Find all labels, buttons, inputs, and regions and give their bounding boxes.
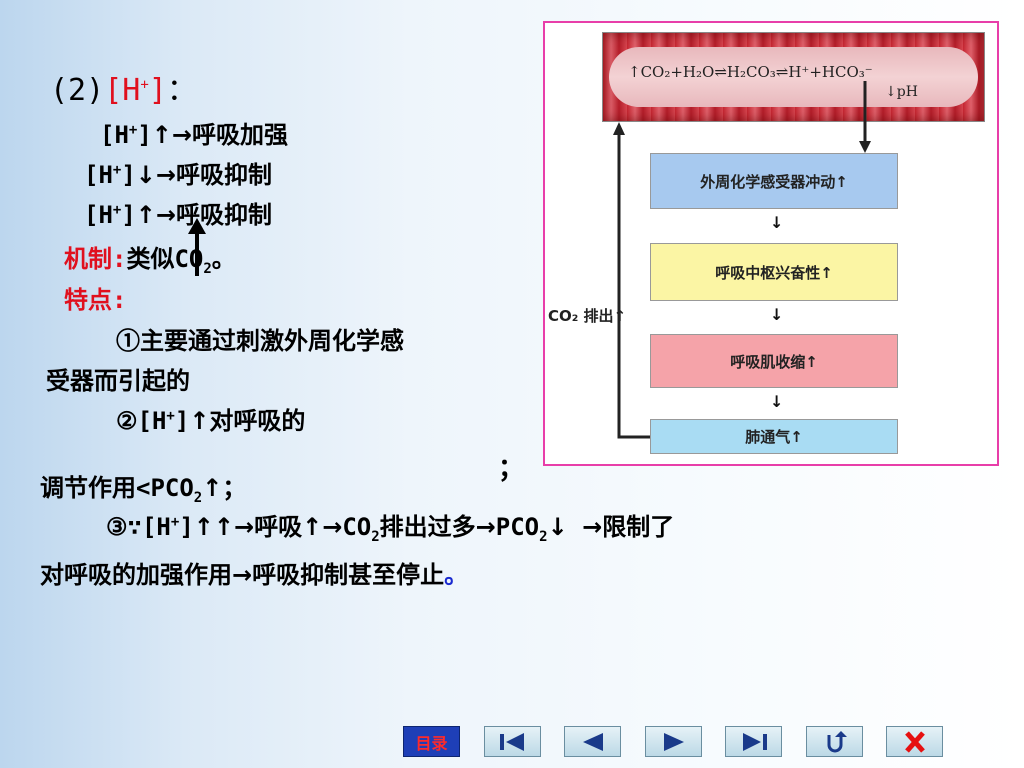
heading-ion-text: [H [104, 73, 141, 108]
contents-button[interactable]: 目录 [403, 726, 460, 757]
p2c-a: 调节作用<PCO [40, 474, 194, 502]
return-button[interactable] [806, 726, 863, 757]
line-h-down-inhibit: [H+]↓→呼吸抑制 [84, 160, 272, 190]
p3-arrows2: ↑→ [302, 513, 343, 541]
close-icon [904, 730, 925, 753]
p3-arrow5: → [582, 513, 603, 541]
p3-a: ③∵[H [106, 513, 171, 541]
stray-semicolon: ； [498, 454, 525, 484]
down-arrow-icon: ↓ [770, 392, 784, 411]
l1-b: ] [137, 121, 152, 149]
prev-icon [582, 732, 603, 751]
mechanism-text: 类似CO [126, 245, 204, 273]
p3-arrow4: ↓ [547, 513, 568, 541]
p3-e: 排出过多 [379, 513, 476, 541]
l3-sup: + [112, 202, 122, 218]
first-slide-button[interactable] [484, 726, 541, 757]
box-respiratory-muscle: 呼吸肌收缩↑ [650, 334, 898, 388]
p3-arrow3: → [475, 513, 496, 541]
l2-b: ] [121, 161, 136, 189]
down-arrow-icon: ↓ [770, 213, 784, 232]
contents-label: 目录 [415, 733, 448, 753]
box-peripheral-chemoreceptor: 外周化学感受器冲动↑ [650, 153, 898, 209]
p3-sup: + [170, 514, 180, 530]
vessel-to-box1-head [859, 141, 871, 153]
l3-b: ] [121, 201, 136, 229]
exit-button[interactable] [886, 726, 943, 757]
prev-slide-button[interactable] [564, 726, 621, 757]
p3-c: 呼吸 [254, 513, 303, 541]
heading-ion-close: ] [148, 73, 167, 108]
l1-sup: + [128, 122, 138, 138]
annotation-up-arrow-icon [188, 218, 206, 276]
p2c-arrow: ↑ [202, 474, 223, 502]
heading-colon: ： [166, 73, 197, 108]
p3c-a: 对呼吸的加强作用 [40, 561, 232, 589]
l3-arrows: ↑→ [135, 201, 177, 229]
point1-line2: 受器而引起的 [46, 367, 190, 395]
return-icon [827, 730, 847, 752]
p3-b: ] [179, 513, 194, 541]
l2-arrows: ↓→ [135, 161, 177, 189]
p3-f: PCO [495, 513, 540, 541]
l2-c: 呼吸抑制 [176, 161, 273, 189]
l2-a: [H [84, 161, 113, 189]
mechanism-line: 机制:类似CO2。 [64, 244, 236, 277]
point3-continuation: 对呼吸的加强作用→呼吸抑制甚至停止。 [40, 560, 468, 590]
l3-a: [H [84, 201, 113, 229]
feedback-line [617, 133, 650, 439]
l1-a: [H [100, 121, 129, 149]
feedback-head [613, 122, 625, 135]
p3-g: 限制了 [602, 513, 675, 541]
p2c-end: ； [222, 474, 247, 502]
regulation-diagram: ↑CO₂+H₂O⇌H₂CO₃⇌H⁺+HCO₃⁻ ↓pH 外周化学感受器冲动↑ ↓… [543, 21, 999, 466]
heading-ion: [H+] [104, 73, 167, 108]
p2c-sub: 2 [193, 489, 203, 506]
l3-c: 呼吸抑制 [176, 201, 273, 229]
p3-sub2: 2 [539, 528, 548, 545]
point2-continuation: 调节作用<PCO2↑； [40, 473, 247, 506]
p3c-b: 呼吸抑制甚至停止 [252, 561, 445, 589]
p2-c: 对呼吸的 [209, 407, 306, 435]
point2-line: ②[H+]↑对呼吸的 [116, 406, 305, 436]
box-respiratory-center: 呼吸中枢兴奋性↑ [650, 243, 898, 301]
p2-b: ] [174, 407, 190, 435]
point3-line: ③∵[H+]↑↑→呼吸↑→CO2排出过多→PCO2↓ →限制了 [106, 512, 675, 545]
line-h-up-inhibit: [H+]↑→呼吸抑制 [84, 200, 272, 230]
next-slide-button[interactable] [645, 726, 702, 757]
heading-prefix: (2) [50, 73, 105, 108]
mechanism-label: 机制: [64, 245, 127, 273]
skip-last-icon [742, 732, 767, 751]
l1-arrows: ↑→ [151, 121, 193, 149]
mechanism-sub: 2 [203, 260, 212, 277]
skip-first-icon [499, 732, 524, 751]
p2-sup: + [166, 408, 175, 424]
p3c-end: 。 [444, 561, 469, 589]
next-icon [663, 732, 684, 751]
box-ventilation: 肺通气↑ [650, 419, 898, 454]
p3-d: CO [342, 513, 372, 541]
p2-arrow: ↑ [189, 407, 210, 435]
diagram-connectors [613, 81, 871, 439]
section-heading: (2)[H+]： [50, 72, 197, 110]
l2-sup: + [112, 162, 122, 178]
blood-vessel-image [602, 32, 985, 122]
mechanism-end: 。 [211, 245, 236, 273]
p3-sub1: 2 [371, 528, 380, 545]
ph-label: ↓pH [885, 84, 918, 100]
p3-arrows1: ↑↑→ [193, 513, 255, 541]
p2-a: ②[H [116, 407, 167, 435]
down-arrow-icon: ↓ [770, 305, 784, 324]
l1-c: 呼吸加强 [192, 121, 289, 149]
point1-line1: ①主要通过刺激外周化学感 [116, 327, 404, 355]
features-label: 特点: [64, 286, 127, 314]
carbonic-equation: ↑CO₂+H₂O⇌H₂CO₃⇌H⁺+HCO₃⁻ [628, 63, 873, 81]
heading-ion-sup: + [140, 77, 149, 93]
co2-out-label: CO₂ 排出↑ [548, 307, 627, 325]
last-slide-button[interactable] [725, 726, 782, 757]
line-h-up-strong: [H+]↑→呼吸加强 [100, 120, 288, 150]
p3c-arrow: → [232, 561, 253, 589]
